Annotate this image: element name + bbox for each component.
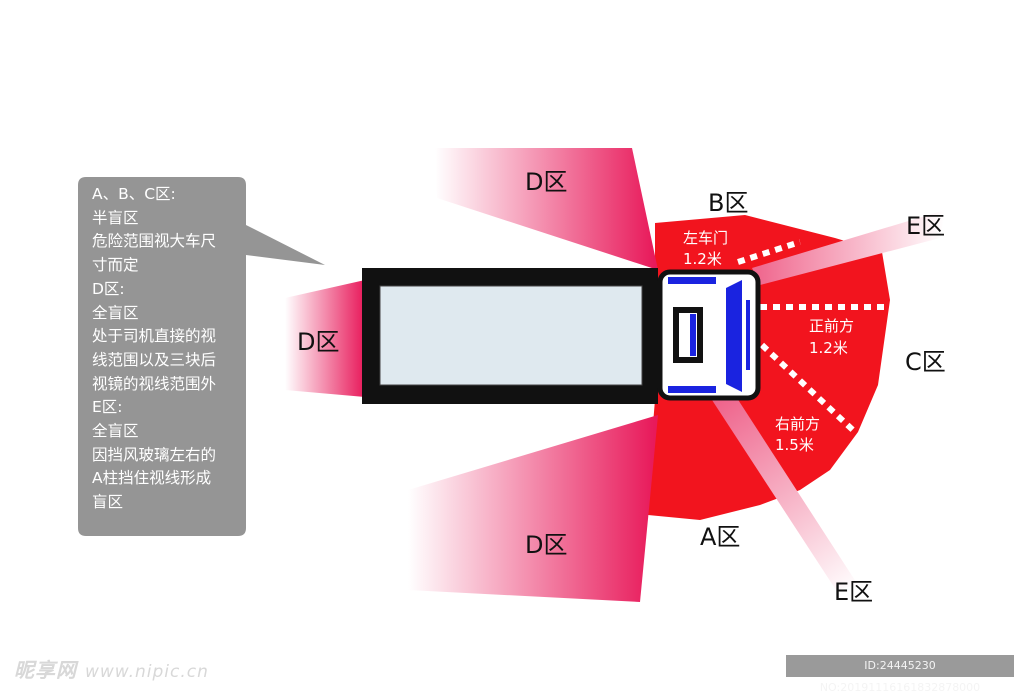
right-front-label-line2: 1.5米 — [775, 436, 814, 454]
watermark-brand-name: 昵享网 — [14, 658, 77, 682]
callout-line: 全盲区 — [92, 303, 139, 322]
front-label-line1: 正前方 — [809, 317, 854, 335]
left-door-label-line2: 1.2米 — [683, 250, 722, 268]
callout-text: A、B、C区: 半盲区 危险范围视大车尺 寸而定 D区: 全盲区 处于司机直接的… — [92, 183, 244, 515]
zone-e-bottom-label: E区 — [834, 578, 873, 606]
zone-a-label: A区 — [700, 523, 740, 551]
cab-seat-accent — [690, 314, 696, 356]
zone-d-top-label: D区 — [525, 168, 567, 196]
zone-c-label: C区 — [905, 348, 946, 376]
zone-d-top-area — [435, 148, 658, 270]
watermark-brand: 昵享网 www.nipic.cn — [14, 654, 209, 683]
zone-e-top-label: E区 — [906, 212, 945, 240]
cab-grille-stripe-1 — [746, 300, 750, 370]
callout-line: 盲区 — [92, 493, 124, 512]
callout-line: 寸而定 — [92, 256, 139, 275]
callout-line: A柱挡住视线形成 — [92, 469, 212, 488]
callout-line: 半盲区 — [92, 208, 139, 227]
callout-line: 处于司机直接的视 — [92, 327, 217, 346]
watermark-url: www.nipic.cn — [84, 662, 209, 682]
cab-mirror-bottom — [668, 386, 716, 393]
zone-b-label: B区 — [708, 189, 748, 217]
callout-line: E区: — [92, 398, 123, 417]
callout-line: 视镜的视线范围外 — [92, 374, 217, 393]
zone-e-bottom-area — [712, 395, 858, 590]
right-front-label-line1: 右前方 — [775, 415, 820, 433]
zone-d-left-label: D区 — [297, 328, 339, 356]
right-front-distance-line — [759, 342, 858, 435]
callout-line: 线范围以及三块后 — [92, 350, 217, 369]
callout-bubble — [78, 177, 325, 536]
zone-d-bottom-label: D区 — [525, 531, 567, 559]
front-label-line2: 1.2米 — [809, 339, 848, 357]
zone-e-top-area — [752, 210, 945, 285]
left-door-distance-line — [737, 239, 801, 265]
zone-d-bottom-area — [408, 415, 658, 602]
zone-d-left-area — [285, 280, 365, 397]
watermark-id: ID:24445230 NO:20191116161832878000 — [786, 655, 1014, 694]
callout-line: 全盲区 — [92, 422, 139, 441]
callout-line: A、B、C区: — [92, 185, 176, 203]
trailer-inner-panel — [379, 285, 643, 386]
callout-line: 因挡风玻璃左右的 — [92, 445, 217, 464]
callout-line: 危险范围视大车尺 — [92, 232, 217, 251]
left-door-label-line1: 左车门 — [683, 229, 728, 247]
cab-windshield — [726, 280, 742, 392]
cab-steering-seat — [673, 307, 703, 363]
callout-line: D区: — [92, 279, 125, 298]
cab-mirror-top — [668, 277, 716, 284]
